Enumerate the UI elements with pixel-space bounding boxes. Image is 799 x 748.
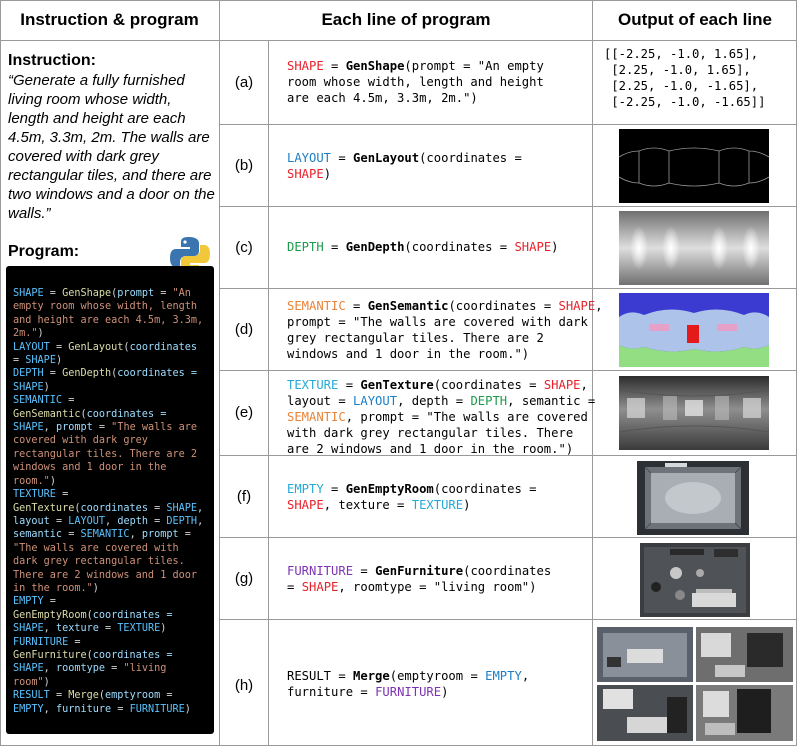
texture-output-image bbox=[619, 376, 769, 450]
row-divider bbox=[219, 537, 797, 538]
empty-room-output-image bbox=[637, 461, 749, 535]
row-label-d: (d) bbox=[234, 321, 254, 338]
program-code-block: SHAPE = GenShape(prompt = "An empty room… bbox=[6, 266, 214, 734]
furniture-output-image bbox=[640, 543, 750, 617]
instruction-title: Instruction: bbox=[8, 52, 96, 69]
code-line-b: LAYOUT = GenLayout(coordinates = SHAPE) bbox=[287, 151, 522, 181]
row-divider bbox=[219, 455, 797, 456]
row-label-c: (c) bbox=[235, 239, 253, 256]
row-label-b: (b) bbox=[234, 157, 254, 174]
header-each-line: Each line of program bbox=[321, 10, 491, 29]
row-label-f: (f) bbox=[236, 488, 252, 505]
header-instruction-program: Instruction & program bbox=[20, 10, 199, 29]
row-divider bbox=[219, 288, 797, 289]
code-line-c: DEPTH = GenDepth(coordinates = SHAPE) bbox=[287, 240, 559, 254]
row-label-h: (h) bbox=[234, 677, 254, 694]
output-coordinates: [[-2.25, -1.0, 1.65], [2.25, -1.0, 1.65]… bbox=[604, 47, 766, 109]
column-divider-label bbox=[268, 40, 269, 746]
column-divider-2 bbox=[592, 0, 593, 746]
row-divider bbox=[219, 619, 797, 620]
depth-output-image bbox=[619, 211, 769, 285]
code-line-h: RESULT = Merge(emptyroom = EMPTY, furnit… bbox=[287, 669, 530, 699]
code-line-g: FURNITURE = GenFurniture(coordinates = S… bbox=[287, 564, 552, 594]
row-divider bbox=[219, 124, 797, 125]
row-divider bbox=[219, 206, 797, 207]
semantic-output-image bbox=[619, 293, 769, 367]
header-output: Output of each line bbox=[618, 10, 772, 29]
result-output-images bbox=[597, 627, 793, 741]
row-label-a: (a) bbox=[234, 74, 254, 91]
code-line-f: EMPTY = GenEmptyRoom(coordinates = SHAPE… bbox=[287, 482, 537, 512]
row-label-g: (g) bbox=[234, 570, 254, 587]
header-divider bbox=[0, 40, 797, 41]
code-line-d: SEMANTIC = GenSemantic(coordinates = SHA… bbox=[287, 299, 603, 361]
instruction-text: “Generate a fully furnished living room … bbox=[8, 72, 215, 222]
row-label-e: (e) bbox=[234, 404, 254, 421]
layout-output-image bbox=[619, 129, 769, 203]
program-title: Program: bbox=[8, 243, 80, 260]
code-line-e: TEXTURE = GenTexture(coordinates = SHAPE… bbox=[287, 378, 595, 456]
code-line-a: SHAPE = GenShape(prompt = "An empty room… bbox=[287, 59, 544, 105]
column-divider-1 bbox=[219, 0, 220, 746]
row-divider bbox=[219, 370, 797, 371]
